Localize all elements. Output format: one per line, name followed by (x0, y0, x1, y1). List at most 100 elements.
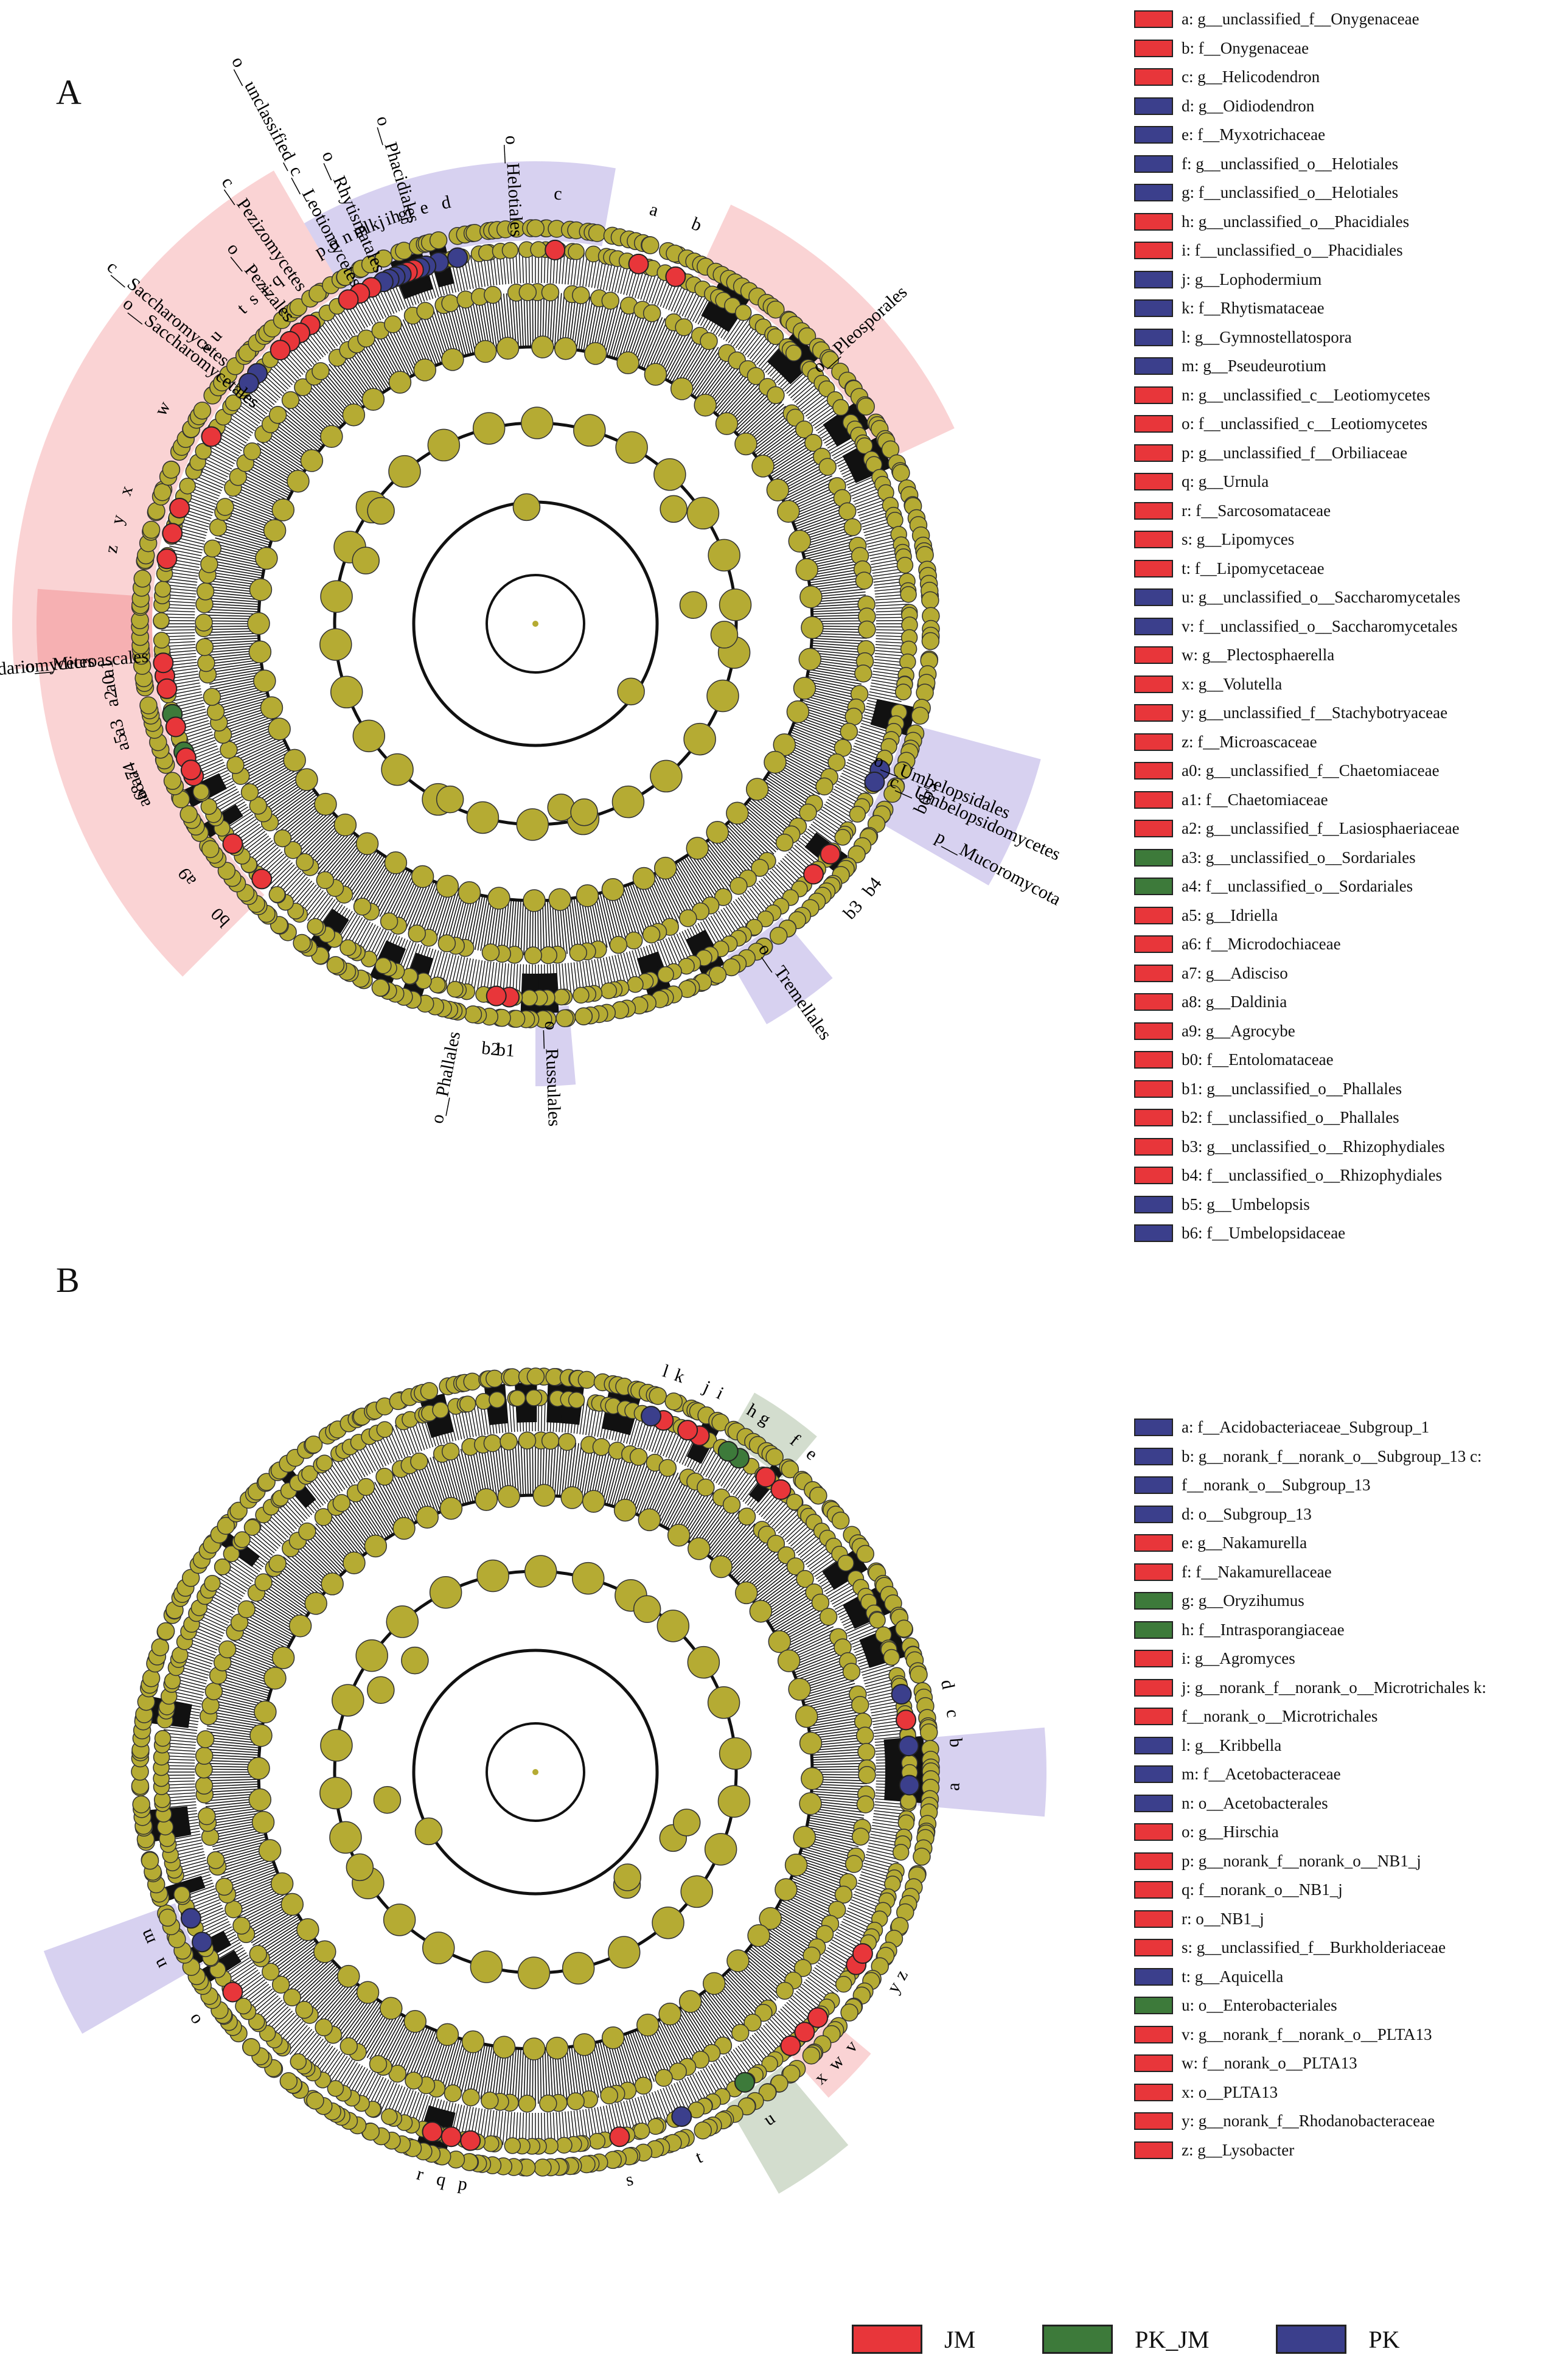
panel-b-node (719, 1737, 752, 1770)
legend-label: i: f__unclassified_o__Phacidiales (1182, 241, 1403, 259)
panel-a-branch (796, 515, 849, 534)
panel-a-branch (804, 545, 858, 560)
panel-a-legend-item: b: f__Onygenaceae (1134, 34, 1460, 63)
panel-b-branch (328, 2056, 348, 2085)
panel-b-node (436, 2023, 459, 2047)
group-swatch (1276, 2325, 1347, 2354)
panel-b-biomarker-node (192, 1932, 213, 1953)
panel-b-branch (502, 2111, 506, 2145)
panel-a-node (255, 546, 278, 570)
panel-a-branch (275, 417, 319, 452)
panel-b-branch (392, 1426, 406, 1457)
panel-label-a: A (56, 72, 82, 112)
panel-a-node (472, 412, 506, 445)
panel-a-branch (204, 635, 259, 639)
panel-a-branch (204, 597, 260, 603)
panel-b-node (558, 1433, 576, 1451)
panel-a-branch (790, 731, 841, 754)
panel-a-legend-item: e: f__Myxotrichaceae (1134, 120, 1460, 150)
panel-b-node (844, 1855, 863, 1873)
panel-b-node (500, 1433, 518, 1451)
panel-b-node (369, 2055, 388, 2073)
panel-a-branch (266, 786, 312, 819)
panel-a-branch (673, 863, 702, 912)
panel-b-node (534, 2158, 552, 2177)
panel-a-biomarker-node (222, 833, 243, 854)
panel-a-branch (688, 854, 719, 901)
panel-b-node (373, 1785, 402, 1814)
panel-a-branch (795, 717, 848, 738)
panel-b-node (592, 1438, 611, 1456)
panel-b-legend-item: f__norank_o__Microtrichales (1134, 1702, 1486, 1731)
panel-a-branch (594, 894, 608, 948)
panel-a-branch (307, 383, 346, 424)
panel-a-node (531, 335, 554, 358)
panel-a-node (427, 428, 461, 462)
panel-a-node (384, 851, 408, 874)
panel-a-branch (340, 914, 358, 943)
legend-swatch (1134, 1419, 1173, 1437)
legend-swatch (1134, 10, 1173, 29)
panel-b-biomarker-letter: a (943, 1782, 963, 1791)
panel-a-branch (421, 884, 442, 936)
panel-a-node (764, 750, 787, 774)
panel-b-node (835, 1975, 852, 1993)
panel-a-legend-item: b5: g__Umbelopsis (1134, 1190, 1460, 1220)
panel-a-node (686, 837, 709, 860)
legend-swatch (1134, 1592, 1173, 1610)
panel-a-branch (451, 302, 467, 356)
panel-b-legend-item: z: g__Lysobacter (1134, 2136, 1486, 2165)
legend-label: e: g__Nakamurella (1182, 1534, 1308, 1552)
panel-a-branch (259, 440, 305, 472)
panel-a-branch (421, 312, 442, 364)
panel-b-node (392, 1516, 416, 1540)
legend-swatch (1134, 1997, 1173, 2015)
panel-a-branch (785, 480, 835, 505)
panel-a-branch (812, 602, 867, 608)
panel-a-legend-item: i: f__unclassified_o__Phacidiales (1134, 236, 1460, 265)
panel-a-branch (727, 822, 767, 863)
panel-a-node (855, 571, 874, 590)
panel-b-branch (532, 1440, 534, 1496)
panel-a-legend-item: g: f__unclassified_o__Helotiales (1134, 178, 1460, 208)
panel-a-node (804, 433, 823, 452)
legend-label: y: g__unclassified_f__Stachybotryaceae (1182, 703, 1448, 722)
panel-a-branch (711, 367, 747, 411)
panel-a-branch (205, 594, 260, 601)
panel-a-branch (809, 666, 863, 677)
panel-a-branch (279, 412, 322, 448)
panel-a-branch (449, 303, 465, 357)
panel-a-branch (602, 301, 616, 355)
legend-swatch (1134, 964, 1173, 982)
panel-b-node (541, 1431, 560, 1450)
panel-a-branch (413, 315, 434, 366)
panel-a-legend-item: h: g__unclassified_o__Phacidiales (1134, 208, 1460, 237)
legend-label: t: f__Lipomycetaceae (1182, 559, 1325, 578)
panel-b-node (306, 2092, 324, 2110)
panel-b-node (401, 1646, 429, 1675)
panel-a-node (283, 749, 306, 772)
panel-a-branch (812, 638, 867, 642)
panel-b-biomarker-letter: i (714, 1383, 727, 1403)
panel-b-node (237, 1600, 256, 1619)
panel-a-branch (419, 882, 439, 935)
panel-b-node (321, 1572, 344, 1596)
panel-a-branch (734, 393, 775, 432)
panel-b-node (198, 1807, 216, 1826)
panel-a-branch (801, 699, 855, 716)
panel-a-branch (856, 498, 888, 511)
panel-a-node (547, 794, 576, 822)
panel-b-node (607, 1936, 641, 1969)
legend-swatch (1134, 155, 1173, 173)
legend-swatch (1134, 1910, 1173, 1928)
legend-swatch (1134, 1224, 1173, 1243)
panel-a-branch (812, 640, 867, 645)
panel-a-branch (763, 780, 809, 812)
panel-a-biomarker-node (338, 289, 359, 310)
panel-a-branch (446, 304, 462, 357)
panel-a-branch (542, 900, 545, 955)
panel-a-branch (394, 323, 419, 373)
legend-swatch (1134, 184, 1173, 202)
panel-a-node (355, 832, 379, 856)
